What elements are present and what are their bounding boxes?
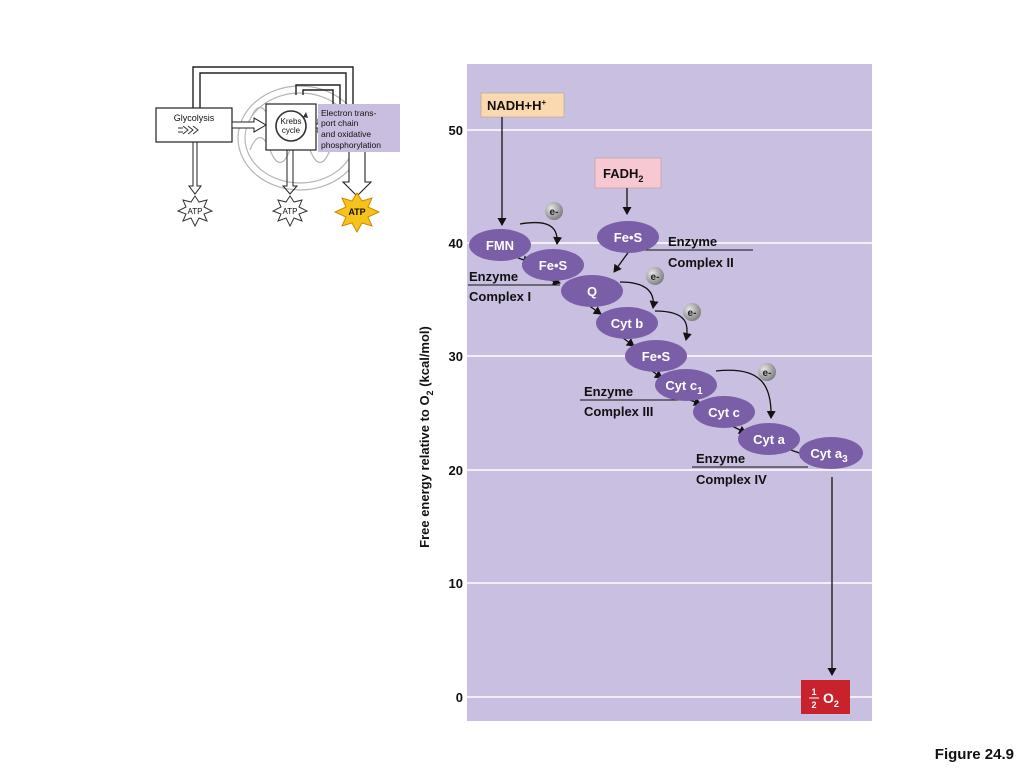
complex-i-label-1: Enzyme [469, 269, 518, 284]
carrier-cyt-c1: Cyt c1 [655, 369, 717, 401]
carrier-q: Q [561, 275, 623, 307]
oxygen-label: O2 [823, 690, 839, 709]
fadh-box [594, 157, 662, 189]
complex-iv-label-1: Enzyme [696, 451, 745, 466]
complex-ii-label-2: Complex II [668, 255, 734, 270]
atp-burst-3: ATP [333, 192, 381, 234]
oxygen-fraction-num: 1 [811, 687, 816, 697]
svg-text:Cyt a: Cyt a [753, 432, 786, 447]
atp-arrow-3 [341, 152, 373, 197]
krebs-cycle-icon [275, 110, 307, 142]
carrier-fes-1: Fe•S [522, 249, 584, 281]
y-tick-labels: 50 40 30 20 10 0 [449, 123, 463, 705]
svg-text:Cyt c: Cyt c [708, 405, 740, 420]
atp-arrow-2 [281, 150, 299, 195]
y-tick-40: 40 [449, 236, 463, 251]
svg-text:e-: e- [763, 368, 772, 379]
glycolysis-box [155, 107, 233, 143]
electron-markers: e- e- e- e- [545, 202, 776, 381]
electron-icon: e- [545, 202, 563, 220]
oxygen-box: 1 2 O2 [801, 680, 850, 714]
y-tick-20: 20 [449, 463, 463, 478]
y-tick-30: 30 [449, 349, 463, 364]
carrier-cyt-c: Cyt c [693, 396, 755, 428]
complex-labels: Enzyme Complex II Enzyme Complex I Enzym… [469, 234, 767, 487]
complex-iii-label-1: Enzyme [584, 384, 633, 399]
svg-text:Q: Q [587, 284, 597, 299]
carrier-cyt-b: Cyt b [596, 307, 658, 339]
complex-i-label-2: Complex I [469, 289, 531, 304]
glycolysis-label: Glycolysis [174, 113, 215, 123]
carrier-fmn: FMN [469, 229, 531, 261]
figure-caption: Figure 24.9 [935, 746, 1014, 763]
carriers: FMN Fe•S Fe•S Q Cyt b Fe•S Cyt c1 Cyt c … [469, 221, 863, 469]
svg-text:Cyt c1: Cyt c1 [665, 378, 703, 397]
svg-text:Fe•S: Fe•S [539, 258, 568, 273]
atp-burst-1: ATP [176, 195, 214, 228]
inset-loop-lines [192, 66, 354, 108]
krebs-label-2: cycle [282, 126, 301, 135]
electron-icon: e- [646, 267, 664, 285]
etc-label-1: Electron trans- [321, 108, 376, 118]
svg-text:e-: e- [651, 272, 660, 283]
complex-ii-label-1: Enzyme [668, 234, 717, 249]
y-tick-0: 0 [456, 690, 463, 705]
krebs-label-1: Krebs [281, 117, 302, 126]
svg-text:e-: e- [688, 308, 697, 319]
svg-text:Fe•S: Fe•S [614, 230, 643, 245]
etc-label-2: port chain [321, 118, 359, 128]
y-tick-10: 10 [449, 576, 463, 591]
fadh-label: FADH2 [603, 166, 643, 184]
electron-icon: e- [683, 303, 701, 321]
y-tick-50: 50 [449, 123, 463, 138]
svg-text:Cyt b: Cyt b [611, 316, 644, 331]
svg-text:e-: e- [550, 207, 559, 218]
energy-chart: 50 40 30 20 10 0 Free energy relative to… [417, 64, 872, 721]
nadh-label: NADH+H+ [487, 98, 547, 113]
electron-icon: e- [758, 363, 776, 381]
atp-label-2: ATP [283, 207, 298, 216]
svg-text:Cyt a3: Cyt a3 [810, 446, 848, 465]
nadh-box [480, 92, 565, 118]
oxygen-fraction-den: 2 [811, 700, 816, 710]
inset-diagram: Glycolysis Krebs cycle Electron trans- p… [155, 66, 400, 234]
carrier-cyt-a: Cyt a [738, 423, 800, 455]
complex-iv-label-2: Complex IV [696, 472, 767, 487]
complex-iii-label-2: Complex III [584, 404, 653, 419]
glycolysis-to-krebs-arrow [231, 117, 267, 133]
glycolysis-chevrons-icon [178, 125, 199, 135]
svg-text:FMN: FMN [486, 238, 514, 253]
etc-label-4: phosphorylation [321, 140, 381, 150]
y-axis-label: Free energy relative to O2 (kcal/mol) [417, 326, 435, 548]
etc-box [318, 104, 400, 152]
carrier-fes-3: Fe•S [625, 340, 687, 372]
carrier-cyt-a3: Cyt a3 [799, 437, 863, 469]
atp-label-3: ATP [348, 207, 365, 217]
complex-lines [468, 249, 808, 468]
svg-text:Fe•S: Fe•S [642, 349, 671, 364]
carrier-fes-2: Fe•S [597, 221, 659, 253]
atp-burst-2: ATP [271, 195, 309, 228]
atp-label-1: ATP [188, 207, 203, 216]
etc-label-3: and oxidative [321, 129, 371, 139]
krebs-box [265, 103, 317, 151]
atp-arrow-1 [188, 142, 202, 195]
